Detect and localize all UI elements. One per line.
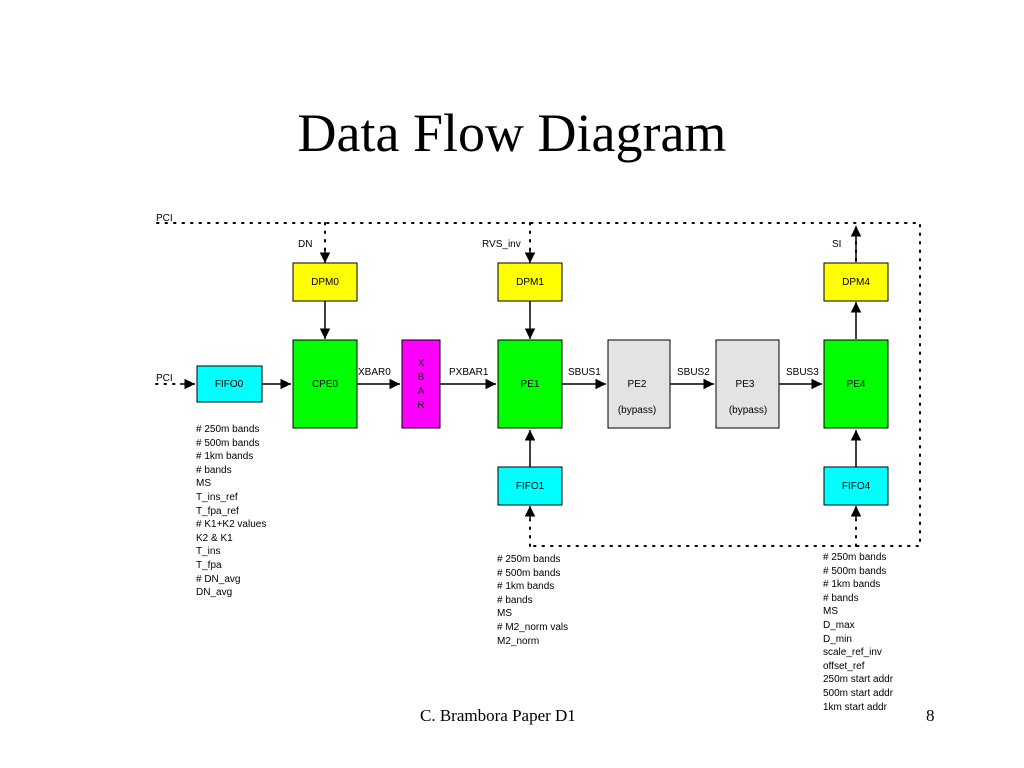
note-line: # bands [823, 592, 859, 604]
xbar-letter-x: X [418, 358, 425, 369]
pci-bus-top-line [156, 222, 921, 547]
cpe0-label: CPE0 [312, 379, 339, 390]
note-line: # bands [497, 594, 533, 606]
pxbar1-label: PXBAR1 [449, 367, 489, 378]
pe3-block: PE3 (bypass) [715, 339, 780, 429]
pci-left-label: PCI [156, 373, 173, 384]
note-line: T_ins_ref [196, 491, 238, 503]
dpm1-label: DPM1 [516, 277, 544, 288]
sbus1-label: SBUS1 [568, 367, 601, 378]
note-line: T_ins [196, 546, 221, 558]
note-line: scale_ref_inv [823, 647, 882, 659]
sbus3-label: SBUS3 [786, 367, 819, 378]
note-line: D_min [823, 633, 852, 645]
pe4-box [823, 339, 889, 429]
xbar0-label: XBAR0 [358, 367, 391, 378]
fifo4-block: FIFO4 [823, 466, 889, 506]
footer-author: C. Brambora Paper D1 [420, 706, 576, 725]
pe1-box [497, 339, 563, 429]
dpm4-label: DPM4 [842, 277, 870, 288]
pe3-label: PE3 [736, 379, 755, 390]
fifo4-box [823, 466, 889, 506]
fifo4-label: FIFO4 [842, 481, 871, 492]
pe2-label: PE2 [628, 379, 647, 390]
dpm0-box [292, 262, 358, 302]
note-line: MS [196, 478, 211, 490]
pci-top-label: PCI [156, 213, 173, 224]
note-line: # 500m bands [196, 437, 260, 449]
note-line: # 1km bands [823, 579, 881, 591]
fifo1-label: FIFO1 [516, 481, 545, 492]
pe2-bypass-note: (bypass) [618, 405, 656, 416]
pe1-block: PE1 [497, 339, 563, 429]
xbar-letter-r: R [417, 400, 424, 411]
dpm4-box [823, 262, 889, 302]
note-line: # 500m bands [497, 567, 561, 579]
note-line: # M2_norm vals [497, 621, 569, 633]
si-label: SI [832, 239, 841, 250]
note-line: M2_norm [497, 635, 540, 647]
slide-title: Data Flow Diagram [297, 103, 727, 163]
note-line: DN_avg [196, 587, 233, 599]
xbar-box [401, 339, 441, 429]
pe2-block: PE2 (bypass) [607, 339, 671, 429]
note-line: offset_ref [823, 660, 865, 672]
dpm0-label: DPM0 [311, 277, 339, 288]
fifo1-notes: # 250m bands # 500m bands # 1km bands# ban… [497, 553, 568, 648]
fifo0-notes: # 250m bands # 500m bands # 1km bands# ban… [196, 423, 266, 600]
fifo0-block: FIFO0 [196, 365, 263, 403]
pe2-box [607, 339, 671, 429]
note-line: 250m start addr [823, 674, 894, 686]
dpm4-block: DPM4 [823, 262, 889, 302]
note-line: 1km start addr [823, 701, 887, 713]
pe4-label: PE4 [847, 379, 866, 390]
dpm1-block: DPM1 [497, 262, 563, 302]
note-line: # 250m bands [823, 552, 887, 563]
dpm0-block: DPM0 [292, 262, 358, 302]
dpm1-box [497, 262, 563, 302]
fifo0-box [196, 365, 263, 403]
note-line: MS [823, 606, 838, 618]
note-line: # DN_avg [196, 573, 241, 585]
cpe0-block: CPE0 [292, 339, 358, 429]
note-line: T_fpa_ref [196, 505, 239, 517]
pe3-box [715, 339, 780, 429]
cpe0-box [292, 339, 358, 429]
note-line: # 250m bands [497, 554, 561, 565]
note-line: # 250m bands [196, 424, 260, 435]
xbar-letter-b: B [418, 372, 425, 383]
fifo1-box [497, 466, 563, 506]
note-line: D_max [823, 619, 855, 631]
fifo0-label: FIFO0 [215, 379, 244, 390]
dn-label: DN [298, 239, 312, 250]
fifo1-block: FIFO1 [497, 466, 563, 506]
pe1-label: PE1 [521, 379, 540, 390]
note-line: # 1km bands [196, 451, 254, 463]
note-line: # K1+K2 values [196, 519, 267, 531]
sbus2-label: SBUS2 [677, 367, 710, 378]
pe4-block: PE4 [823, 339, 889, 429]
xbar-letter-a: A [418, 386, 425, 397]
flow-arrows [180, 226, 862, 520]
rvs-inv-label: RVS_inv [482, 239, 521, 250]
note-line: MS [497, 608, 512, 620]
fifo4-notes: # 250m bands # 500m bands # 1km bands# ban… [823, 551, 893, 714]
note-line: # 500m bands [823, 565, 887, 577]
note-line: 500m start addr [823, 687, 894, 699]
xbar-block: X B A R [401, 339, 441, 429]
note-line: # 1km bands [497, 581, 555, 593]
pe3-bypass-note: (bypass) [729, 405, 767, 416]
note-line: K2 & K1 [196, 532, 233, 544]
note-line: # bands [196, 464, 232, 476]
page-number: 8 [926, 706, 935, 725]
note-line: T_fpa [196, 559, 222, 571]
